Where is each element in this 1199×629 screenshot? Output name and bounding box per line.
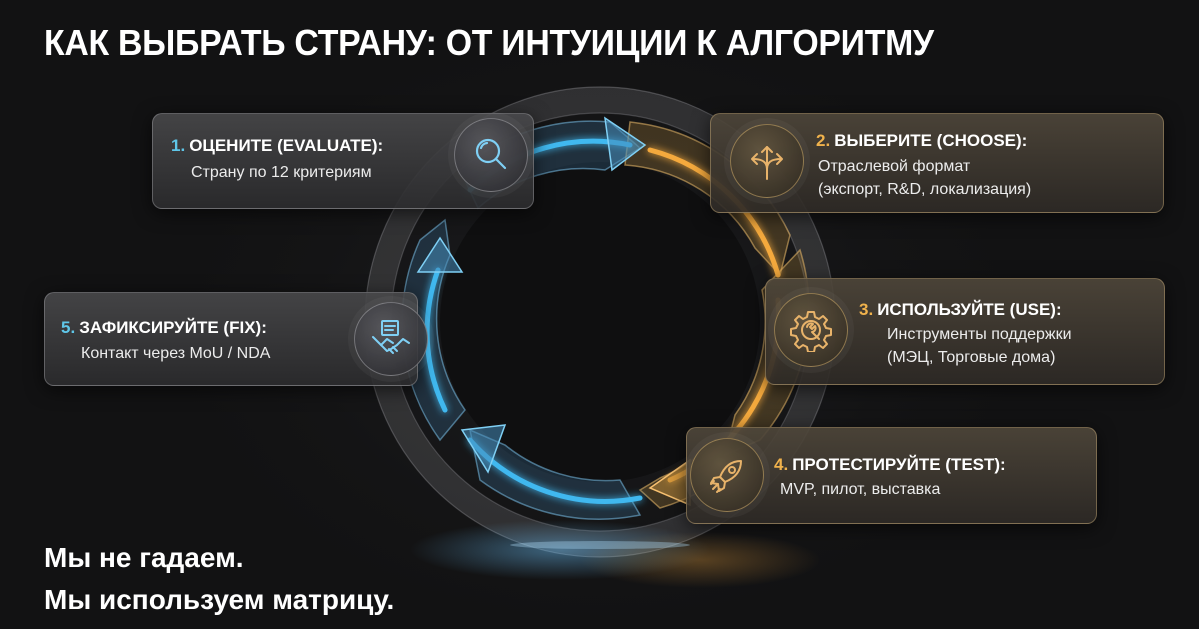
step-description-line-1: Инструменты поддержки xyxy=(887,326,1072,343)
rocket-icon xyxy=(710,460,742,493)
step-description: Страну по 12 критериям xyxy=(191,164,372,181)
step-5-icon-badge xyxy=(354,302,428,376)
slogan-line-1: Мы не гадаем. xyxy=(44,542,244,573)
step-number: 2. xyxy=(816,131,831,150)
step-description-line-2: (экспорт, R&D, локализация) xyxy=(818,181,1032,198)
step-heading: 2.ВЫБЕРИТЕ (CHOOSE): xyxy=(816,131,1028,150)
blue-arrowhead-left xyxy=(416,236,464,273)
step-description-line-1: Отраслевой формат xyxy=(818,158,971,175)
step-heading: 5.ЗАФИКСИРУЙТЕ (FIX): xyxy=(61,318,267,337)
step-2-icon-badge xyxy=(730,124,804,198)
step-description-line-2: (МЭЦ, Торговые дома) xyxy=(887,349,1056,366)
step-number: 4. xyxy=(774,455,789,474)
step-heading: 4.ПРОТЕСТИРУЙТЕ (TEST): xyxy=(774,455,1006,474)
magnifier-icon xyxy=(475,138,507,170)
gear-wrench-icon xyxy=(790,311,832,352)
slogan-line-2: Мы используем матрицу. xyxy=(44,584,395,615)
step-number: 5. xyxy=(61,318,76,337)
step-description: Контакт через MoU / NDA xyxy=(81,345,271,362)
step-1-icon-badge xyxy=(454,118,528,192)
arrow-segment-2 xyxy=(624,121,791,277)
step-heading: 3.ИСПОЛЬЗУЙТЕ (USE): xyxy=(859,300,1062,319)
split-arrows-icon xyxy=(751,146,783,180)
step-description: MVP, пилот, выставка xyxy=(780,481,941,498)
slogan: Мы не гадаем. Мы используем матрицу. xyxy=(44,537,394,621)
step-4-icon-badge xyxy=(690,438,764,512)
blue-arrowhead-bottom xyxy=(460,424,507,474)
blue-arrowhead-top xyxy=(604,116,647,172)
arrow-segment-5 xyxy=(468,428,642,520)
step-number: 1. xyxy=(171,136,186,155)
step-heading: 1.ОЦЕНИТЕ (EVALUATE): xyxy=(171,136,384,155)
step-number: 3. xyxy=(859,300,874,319)
step-3-icon-badge xyxy=(774,293,848,367)
page-title: КАК ВЫБРАТЬ СТРАНУ: ОТ ИНТУИЦИИ К АЛГОРИ… xyxy=(44,22,934,63)
handshake-document-icon xyxy=(372,320,410,354)
